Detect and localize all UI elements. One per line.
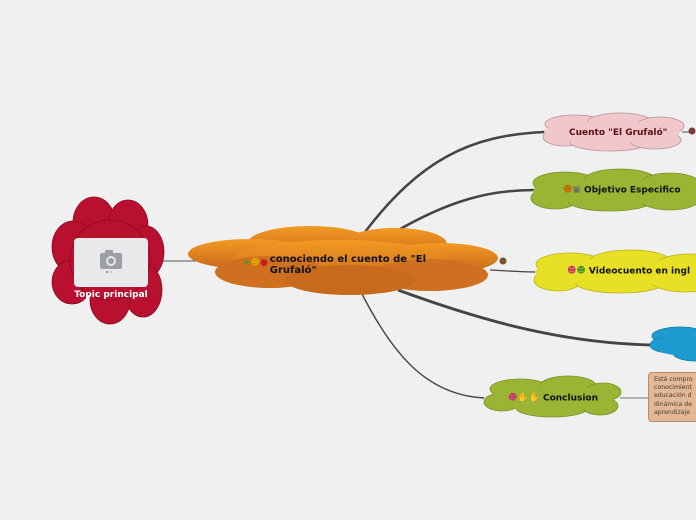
branch-conclusion-label-wrap: ☻✋✋ Conclusion xyxy=(508,393,598,404)
main-topic-line2: Grufaló" xyxy=(269,265,317,276)
branch-blue-cloud[interactable] xyxy=(649,326,696,362)
main-topic-label: ➤☻● conociendo el cuento de "El Grufaló" xyxy=(243,254,426,276)
branch-cuento-cloud[interactable] xyxy=(542,112,685,152)
main-topic-cloud[interactable] xyxy=(188,226,498,295)
face-icon: ☻ xyxy=(563,185,573,195)
branch-objetivo-label: Objetivo Especifico xyxy=(584,185,681,196)
handshake-icon: ✋ xyxy=(517,393,529,403)
tv-icon: ▣ xyxy=(572,185,581,195)
note-line: conocimient xyxy=(654,384,692,392)
note-line: educación d xyxy=(654,392,692,400)
face-icon: ☻ xyxy=(567,266,577,276)
main-topic-marker-icon[interactable] xyxy=(499,257,507,265)
alien-icon: ☻ xyxy=(576,266,586,276)
cuento-marker-icon[interactable] xyxy=(688,127,696,135)
branch-conclusion-cloud[interactable] xyxy=(483,375,622,418)
heart-face-icon: ☻ xyxy=(508,393,518,403)
note-line: dinámica de xyxy=(654,400,693,408)
leaf-icon: ➤ xyxy=(243,258,251,268)
apple-icon: ● xyxy=(259,258,268,268)
branch-cuento-label: Cuento "El Grufaló" xyxy=(569,128,668,138)
connector-blue xyxy=(397,288,653,347)
connector-objetivo xyxy=(394,188,536,234)
camera-icon xyxy=(100,250,122,274)
branch-objetivo-cloud[interactable] xyxy=(530,168,696,212)
note-line: aprendizaje xyxy=(654,408,691,416)
floating-topic-label: Topic principal xyxy=(74,290,148,300)
connector-video xyxy=(489,269,536,273)
connector-cuento xyxy=(364,130,546,233)
topic-image-placeholder[interactable] xyxy=(74,238,148,287)
branch-video-cloud[interactable] xyxy=(533,249,696,294)
note-line: Está compro xyxy=(654,376,693,383)
conclusion-note[interactable]: Está compro conocimient educación d diná… xyxy=(648,372,696,422)
branch-video-label-wrap: ☻☻ Videocuento en ingl xyxy=(567,266,690,277)
branch-objetivo-label-wrap: ☻▣ Objetivo Especifico xyxy=(563,185,681,196)
smiley-icon: ☻ xyxy=(250,258,260,268)
branch-conclusion-label: Conclusion xyxy=(542,393,599,404)
connector-conclusion xyxy=(359,289,485,399)
branch-video-label: Videocuento en ingl xyxy=(588,266,691,277)
handshake-icon: ✋ xyxy=(528,393,540,403)
main-topic-line1: conociendo el cuento de "El xyxy=(269,254,427,265)
